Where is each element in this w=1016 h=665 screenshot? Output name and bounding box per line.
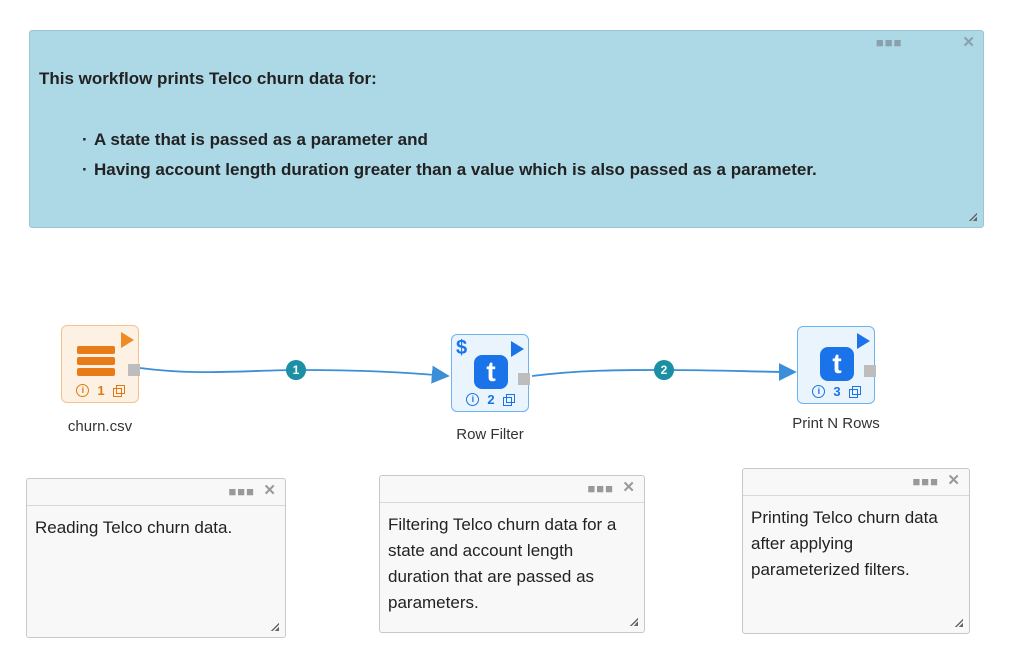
note-controls: ■■■ ✕ — [875, 34, 975, 51]
more-options-icon[interactable]: ■■■ — [875, 35, 903, 50]
node-label[interactable]: Row Filter — [456, 426, 524, 443]
note-header: ■■■ ✕ — [743, 469, 969, 496]
node-number: 2 — [487, 392, 495, 407]
copy-icon[interactable] — [502, 394, 515, 406]
node-label[interactable]: Print N Rows — [792, 415, 880, 432]
note-bullet-list: A state that is passed as a parameter an… — [82, 125, 817, 185]
close-icon[interactable]: ✕ — [962, 34, 975, 51]
copy-icon[interactable] — [848, 386, 861, 398]
t-icon: t — [474, 355, 508, 389]
dollar-icon: $ — [456, 337, 468, 359]
node-row-filter[interactable]: $ t i 2 — [451, 334, 530, 412]
node-footer: i 1 — [62, 383, 138, 398]
output-port[interactable] — [518, 373, 530, 385]
note-text: Filtering Telco churn data for a state a… — [388, 515, 617, 612]
execute-icon[interactable] — [511, 341, 524, 357]
node-number: 3 — [833, 384, 841, 399]
output-port[interactable] — [128, 364, 140, 376]
close-icon[interactable]: ✕ — [263, 482, 276, 499]
node-print-n-rows[interactable]: t i 3 — [797, 326, 876, 404]
execute-icon[interactable] — [121, 332, 134, 348]
resize-handle-icon[interactable] — [954, 618, 963, 627]
note-header: ■■■ ✕ — [27, 479, 285, 506]
csv-reader-icon — [77, 346, 115, 380]
node-number: 1 — [97, 383, 105, 398]
note-bullet: Having account length duration greater t… — [82, 155, 817, 185]
note-title: This workflow prints Telco churn data fo… — [39, 69, 377, 88]
note-bullet: A state that is passed as a parameter an… — [82, 125, 817, 155]
execute-icon[interactable] — [857, 333, 870, 349]
node-footer: i 3 — [798, 384, 874, 399]
node-note-1[interactable]: ■■■ ✕ Reading Telco churn data. — [26, 478, 286, 638]
node-csv-reader[interactable]: i 1 — [61, 325, 140, 403]
info-icon[interactable]: i — [76, 384, 90, 397]
copy-icon[interactable] — [112, 385, 125, 397]
output-port[interactable] — [864, 365, 876, 377]
node-note-2[interactable]: ■■■ ✕ Filtering Telco churn data for a s… — [379, 475, 645, 633]
node-note-3[interactable]: ■■■ ✕ Printing Telco churn data after ap… — [742, 468, 970, 634]
close-icon[interactable]: ✕ — [622, 479, 635, 496]
info-icon[interactable]: i — [812, 385, 826, 398]
note-text: Printing Telco churn data after applying… — [751, 508, 938, 579]
more-options-icon[interactable]: ■■■ — [228, 484, 255, 499]
node-footer: i 2 — [452, 392, 528, 407]
more-options-icon[interactable]: ■■■ — [587, 481, 614, 496]
close-icon[interactable]: ✕ — [947, 472, 960, 489]
note-text: Reading Telco churn data. — [35, 518, 233, 537]
more-options-icon[interactable]: ■■■ — [912, 474, 939, 489]
t-icon: t — [820, 347, 854, 381]
workflow-description-note[interactable]: ■■■ ✕ This workflow prints Telco churn d… — [29, 30, 984, 228]
connection-badge-2[interactable]: 2 — [654, 360, 674, 380]
resize-handle-icon[interactable] — [270, 622, 279, 631]
node-label[interactable]: churn.csv — [67, 418, 133, 435]
note-header: ■■■ ✕ — [380, 476, 644, 503]
info-icon[interactable]: i — [466, 393, 480, 406]
resize-handle-icon[interactable] — [968, 212, 977, 221]
resize-handle-icon[interactable] — [629, 617, 638, 626]
connection-badge-1[interactable]: 1 — [286, 360, 306, 380]
